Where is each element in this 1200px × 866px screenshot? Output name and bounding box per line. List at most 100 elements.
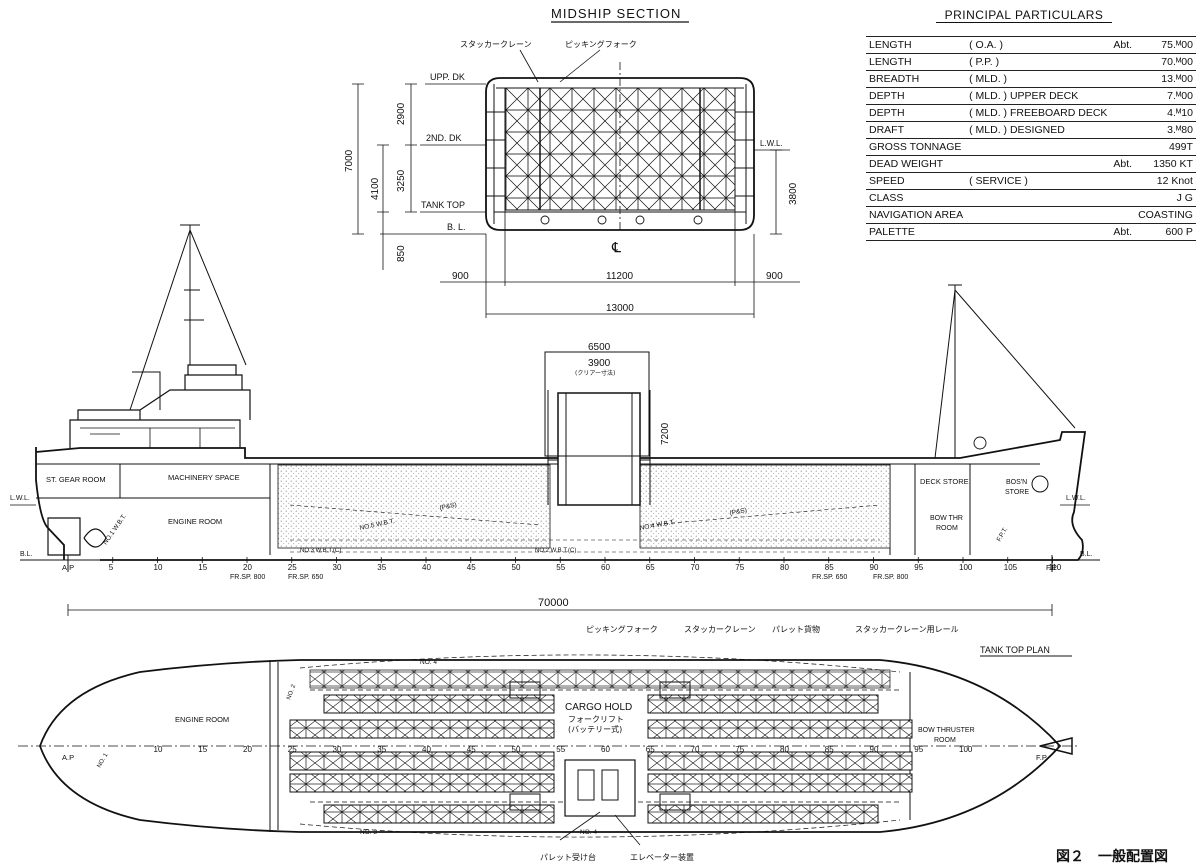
profile-frame-number: 5 bbox=[109, 563, 114, 572]
midship-section: MIDSHIP SECTION スタッカークレーン ピッキングフォーク UPP.… bbox=[344, 6, 800, 318]
label-centerline: ℄ bbox=[611, 239, 621, 255]
rack-aft-3 bbox=[289, 751, 555, 771]
plan-frame-number: 60 bbox=[601, 745, 610, 754]
label-tank-top: TANK TOP bbox=[421, 200, 465, 210]
plan-frame-number: 100 bbox=[959, 745, 973, 754]
profile-frame-number: 55 bbox=[556, 563, 565, 572]
cargo-hold: CARGO HOLD bbox=[565, 702, 632, 713]
particulars-value: 13.ᴹ00 bbox=[1135, 70, 1196, 88]
profile-frame-number: 85 bbox=[825, 563, 834, 572]
particulars-abt bbox=[1110, 206, 1136, 224]
plan-frame-number: 40 bbox=[422, 745, 431, 754]
particulars-qual: ( SERVICE ) bbox=[966, 172, 1111, 190]
profile-frame-number: 40 bbox=[422, 563, 431, 572]
particulars-abt: Abt. bbox=[1110, 155, 1136, 173]
plan-bow-room: ROOM bbox=[934, 737, 956, 744]
figure-caption: 図２ 一般配置図 bbox=[1056, 849, 1168, 865]
particulars-value: J G bbox=[1135, 189, 1196, 207]
tank-no3-wbt: NO.3 W.B.T.(C) bbox=[300, 548, 341, 554]
elevator-label: エレベーター装置 bbox=[630, 852, 694, 862]
plan-frame-number: 10 bbox=[154, 745, 163, 754]
plan-tank-2: NO. 3 bbox=[360, 829, 377, 836]
tank-top-plan: TANK TOP PLAN ピッキングフォーク スタッカークレーン パレット貨物… bbox=[18, 624, 1080, 862]
profile-frame-number: 30 bbox=[333, 563, 342, 572]
tank-no2-wbt: NO.2 W.B.T.(C) bbox=[535, 548, 576, 554]
rack-fwd-4 bbox=[647, 773, 913, 793]
deck-store: DECK STORE bbox=[920, 477, 969, 486]
particulars-qual bbox=[966, 206, 1111, 224]
fr-sp-650-aft: FR.SP. 650 bbox=[288, 574, 323, 581]
profile-frame-number: 25 bbox=[288, 563, 297, 572]
particulars-qual: ( P.P. ) bbox=[966, 53, 1111, 71]
dim-850: 850 bbox=[396, 245, 407, 262]
rack-fwd-1 bbox=[647, 694, 879, 714]
profile-frame-number: 95 bbox=[914, 563, 923, 572]
plan-frame-number: 45 bbox=[467, 745, 476, 754]
tank-no1-wbt: NO.1 W.B.T. bbox=[102, 513, 128, 546]
plan-pallet-label: パレット貨物 bbox=[772, 624, 820, 634]
profile-frame-number: 35 bbox=[377, 563, 386, 572]
plan-tank-1: NO. 4 bbox=[420, 659, 437, 666]
hatch-3900: 3900 bbox=[588, 358, 611, 369]
particulars-value: 4.ᴹ10 bbox=[1135, 104, 1196, 122]
particulars-qual: ( MLD. ) UPPER DECK bbox=[966, 87, 1111, 105]
profile-bl-fwd: B.L. bbox=[1080, 551, 1093, 558]
plan-frame-number: 80 bbox=[780, 745, 789, 754]
particulars-qual bbox=[966, 189, 1111, 207]
forklift-battery: (バッテリー式) bbox=[568, 724, 622, 734]
plan-frame-number: 95 bbox=[914, 745, 923, 754]
profile-frame-number: 75 bbox=[735, 563, 744, 572]
forklift: フォークリフト bbox=[568, 715, 624, 724]
tank-ps-b: (P&S) bbox=[729, 507, 747, 517]
plan-tank-4: NO. 2 bbox=[286, 683, 297, 700]
dim-11200: 11200 bbox=[606, 271, 634, 282]
label-bl: B. L. bbox=[447, 222, 466, 232]
label-2nd-dk: 2ND. DK bbox=[426, 133, 462, 143]
profile-frame-number: 20 bbox=[243, 563, 252, 572]
particulars-abt bbox=[1110, 121, 1136, 139]
particulars-qual bbox=[966, 155, 1111, 173]
rack-aft-4 bbox=[289, 773, 555, 793]
particulars-value: 3.ᴹ80 bbox=[1135, 121, 1196, 139]
profile-lwl-fwd: L.W.L. bbox=[1066, 495, 1086, 502]
particulars-value: COASTING bbox=[1135, 206, 1196, 224]
dim-900-left: 900 bbox=[452, 271, 469, 282]
midship-title: MIDSHIP SECTION bbox=[551, 6, 681, 21]
particulars-qual bbox=[966, 138, 1111, 156]
particulars-name: SPEED bbox=[866, 172, 967, 190]
particulars-qual: ( MLD. ) DESIGNED bbox=[966, 121, 1111, 139]
particulars-abt: Abt. bbox=[1110, 36, 1136, 54]
plan-ap: A.P bbox=[62, 753, 74, 762]
profile-frame-number: 45 bbox=[467, 563, 476, 572]
rack-fwd-3 bbox=[647, 751, 913, 771]
plan-title: TANK TOP PLAN bbox=[980, 645, 1050, 655]
pallet-receive-label: パレット受け台 bbox=[540, 852, 596, 862]
plan-frame-number: 50 bbox=[512, 745, 521, 754]
profile-frame-number: 65 bbox=[646, 563, 655, 572]
particulars-name: GROSS TONNAGE bbox=[866, 138, 967, 156]
hatch-clear: (クリアー寸法) bbox=[575, 369, 615, 377]
hatch-6500: 6500 bbox=[588, 342, 611, 353]
profile-ap: A.P bbox=[62, 563, 74, 572]
profile-frame-number: 80 bbox=[780, 563, 789, 572]
bow-thr: BOW THR bbox=[930, 515, 963, 522]
fr-sp-800-fwd: FR.SP. 800 bbox=[873, 574, 908, 581]
bosn: BOS'N bbox=[1006, 479, 1027, 486]
rack-aft-1 bbox=[323, 694, 555, 714]
plan-rail-label: スタッカークレーン用レール bbox=[855, 625, 959, 634]
profile-frame-number: 50 bbox=[512, 563, 521, 572]
rack-fwd-2 bbox=[647, 719, 913, 739]
particulars-abt bbox=[1110, 172, 1136, 190]
plan-frame-number: 90 bbox=[870, 745, 879, 754]
particulars-value: 70.ᴹ00 bbox=[1135, 53, 1196, 71]
profile-cargo-aft bbox=[277, 464, 551, 549]
particulars-name: LENGTH bbox=[866, 53, 967, 71]
length-70000: 70000 bbox=[538, 597, 569, 609]
dim-3250: 3250 bbox=[396, 169, 407, 192]
particulars-qual: ( MLD. ) bbox=[966, 70, 1111, 88]
